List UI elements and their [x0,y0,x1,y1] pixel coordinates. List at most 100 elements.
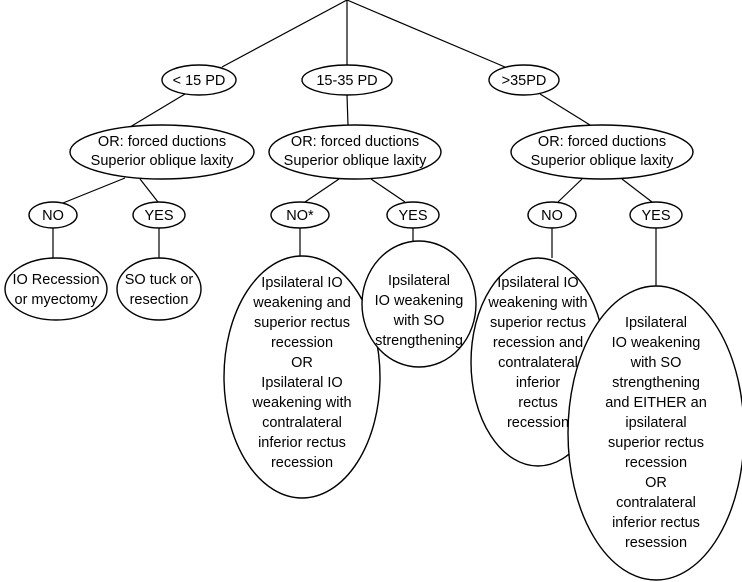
node-ellipse [270,201,330,229]
node-label-line: YES [398,208,427,224]
node-ellipse [527,201,577,229]
node-label-line: NO [42,208,64,224]
node-label-line: superior rectus [608,435,704,451]
node-label-line: OR [645,475,667,491]
node-ellipse [386,201,440,229]
connector-line [129,93,186,128]
node-ellipse [361,240,477,368]
node-label-line: SO tuck or [125,272,194,288]
node-label-line: weakening and [252,295,351,311]
connector-line [346,94,349,126]
node-label-line: Superior oblique laxity [531,153,674,169]
node-ellipse [116,257,202,321]
node-ellipse [132,201,186,229]
node-label-line: Ipsilateral IO [261,375,342,391]
node-ellipse [69,124,255,180]
edges-layer [52,0,657,286]
node-label-line: Ipsilateral [388,273,450,289]
node-ellipse [4,257,108,321]
connector-line [346,0,506,68]
node-no-middle: NO* [270,201,330,229]
connector-line [370,178,406,203]
node-label-line: resession [625,535,687,551]
node-label-line: Ipsilateral IO [261,275,342,291]
node-ellipse [301,64,393,96]
node-ellipse [223,255,381,499]
node-ellipse [629,201,683,229]
nodes-layer: < 15 PD 15-35 PD >35PD OR: forced ductionsS… [4,64,742,581]
node-label-line: >35PD [502,73,547,89]
node-label-line: weakening with [251,395,351,411]
node-label-line: NO [541,208,563,224]
node-label-line: contralateral [262,415,342,431]
node-label-line: IO Recession [12,272,99,288]
node-label-line: superior rectus [490,315,586,331]
node-label-line: IO weakening [612,335,701,351]
node-ellipse [161,64,237,96]
node-io-recession: IO Recession or myectomy [4,257,108,321]
node-label-line: IO weakening [375,293,464,309]
node-label-line: recession [271,455,333,471]
node-label-line: OR: forced ductions [291,134,419,150]
node-ellipse [510,124,694,180]
node-label-line: rectus [518,395,558,411]
node-label-line: Ipsilateral [625,315,687,331]
node-label-line: contralateral [616,495,696,511]
node-so-tuck: SO tuck or resection [116,257,202,321]
node-label-line: superior rectus [254,315,350,331]
connector-line [139,178,159,203]
node-mid-yes-outcome: Ipsilateral IO weakening with SO strengthen… [361,240,477,368]
node-label-line: or myectomy [15,292,99,308]
node-no-right: NO [527,201,577,229]
node-label-line: recession and [493,335,583,351]
connector-line [557,178,583,203]
node-label-line: strengthening [375,333,463,349]
node-label-line: weakening with [487,295,587,311]
node-label-line: YES [144,208,173,224]
node-gt35pd: >35PD [488,64,560,96]
node-label-line: 15-35 PD [316,73,377,89]
node-yes-right: YES [629,201,683,229]
node-ellipse [28,201,78,229]
node-ellipse [268,124,442,180]
node-label-line: Superior oblique laxity [91,153,234,169]
connector-line [539,93,591,126]
connector-line [304,178,340,203]
node-label-line: Ipsilateral IO [497,275,578,291]
node-ellipse [567,285,742,581]
node-right-yes-outcome: Ipsilateral IO weakening with SO strengthen… [567,285,742,581]
node-label-line: inferior [516,375,560,391]
node-label-line: recession [625,455,687,471]
node-label-line: < 15 PD [173,73,226,89]
node-label-line: inferior rectus [612,515,700,531]
connector-line [621,178,653,203]
node-label-line: with SO [393,313,445,329]
node-label-line: OR: forced ductions [98,134,226,150]
node-label-line: OR: forced ductions [538,134,666,150]
node-lt15pd: < 15 PD [161,64,237,96]
node-no-left: NO [28,201,78,229]
node-label-line: with SO [630,355,682,371]
node-label-line: Superior oblique laxity [284,153,427,169]
node-label-line: and EITHER an [605,395,707,411]
connector-line [221,0,348,68]
node-yes-left: YES [132,201,186,229]
node-ellipse [488,64,560,96]
node-label-line: contralateral [498,355,578,371]
node-label-line: inferior rectus [258,435,346,451]
node-label-line: resection [130,292,189,308]
node-label-line: YES [641,208,670,224]
node-label-line: ipsilateral [625,415,686,431]
node-label-line: recession [507,415,569,431]
node-15-35pd: 15-35 PD [301,64,393,96]
node-label-line: OR [291,355,313,371]
node-label-line: strengthening [612,375,700,391]
node-yes-middle: YES [386,201,440,229]
connector-line [62,177,126,204]
node-mid-no-outcome: Ipsilateral IO weakening and superior rect… [223,255,381,499]
node-label-line: recession [271,335,333,351]
